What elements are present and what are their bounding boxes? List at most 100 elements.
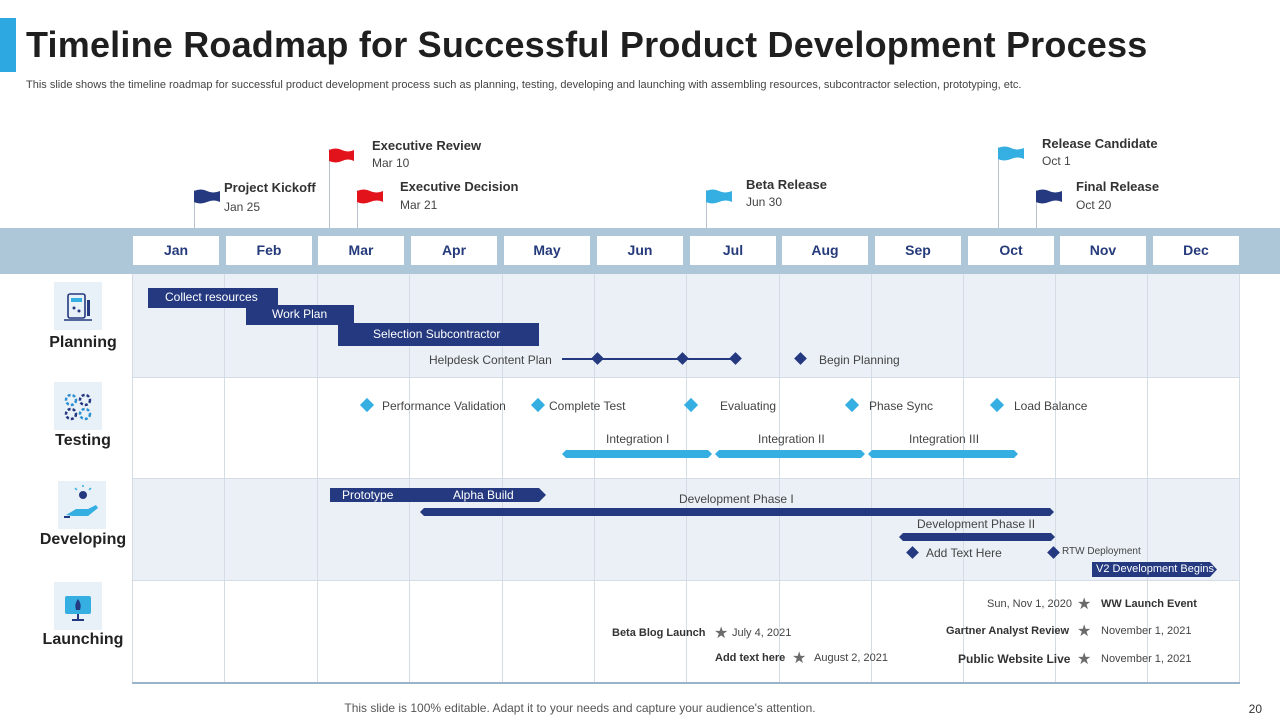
milestone-date: Jun 30 [746, 195, 783, 209]
task-label: Integration I [606, 432, 670, 446]
launching-icon-box [54, 582, 102, 630]
testing-icon-box [54, 382, 102, 430]
launch-date: November 1, 2021 [1101, 625, 1192, 637]
gears-icon [64, 393, 92, 421]
red-flag-icon [357, 189, 383, 204]
integration-bar [868, 450, 1018, 458]
milestone-title: Project Kickoff [224, 180, 316, 195]
task-label: Load Balance [1014, 399, 1088, 413]
month-apr: Apr [411, 236, 497, 265]
milestone-title: Final Release [1076, 179, 1160, 194]
month-aug: Aug [782, 236, 868, 265]
milestone-date: Oct 20 [1076, 198, 1112, 212]
task-label: Integration III [909, 432, 980, 446]
task-label: Complete Test [549, 399, 626, 413]
milestone-title: Release Candidate [1042, 136, 1158, 151]
milestone-date: Jan 25 [224, 200, 261, 214]
slide-title: Timeline Roadmap for Successful Product … [26, 24, 1148, 65]
milestone-title: Executive Review [372, 138, 482, 153]
task-label: Performance Validation [382, 399, 506, 413]
month-feb: Feb [226, 236, 312, 265]
slide-subtitle: This slide shows the timeline roadmap fo… [26, 79, 1022, 91]
planning-icon-box [54, 282, 102, 330]
category-planning: Planning [49, 334, 117, 351]
task-label: Evaluating [720, 399, 777, 413]
planning-icon [64, 293, 92, 321]
star-icon: ★ [792, 650, 807, 667]
launch-event: Gartner Analyst Review [946, 625, 1070, 637]
category-launching: Launching [42, 631, 124, 648]
flag-pole [1036, 190, 1037, 228]
category-testing: Testing [55, 432, 111, 449]
task-bar: Work Plan [246, 305, 354, 325]
month-dec: Dec [1153, 236, 1239, 265]
launch-event: WW Launch Event [1101, 598, 1197, 610]
launch-date: Sun, Nov 1, 2020 [987, 598, 1073, 610]
rocket-monitor-icon [65, 596, 91, 621]
navy-flag-icon [194, 189, 220, 204]
milestone-date: Mar 10 [372, 156, 410, 170]
task-label: Development Phase II [917, 517, 1036, 531]
task-bar: Collect resources [148, 288, 278, 308]
v2-arrow-bar [1092, 562, 1217, 577]
footer-note: This slide is 100% editable. Adapt it to… [344, 701, 816, 715]
milestone-title: Beta Release [746, 177, 827, 192]
task-label: Development Phase I [679, 492, 794, 506]
month-may: May [504, 236, 590, 265]
phase1-bar [420, 508, 1054, 516]
grid-line [132, 580, 1240, 581]
page-number: 20 [1248, 702, 1262, 716]
flag-pole [329, 149, 330, 228]
task-label: V2 Development Begins [1096, 563, 1215, 575]
title-accent-bar [0, 18, 16, 72]
flag-pole [706, 190, 707, 228]
month-jul: Jul [690, 236, 776, 265]
star-icon: ★ [714, 625, 729, 642]
milestone-title: Executive Decision [400, 179, 519, 194]
month-oct: Oct [968, 236, 1054, 265]
month-mar: Mar [318, 236, 404, 265]
launch-date: November 1, 2021 [1101, 653, 1192, 665]
milestone-date: Mar 21 [400, 198, 438, 212]
category-developing: Developing [39, 531, 127, 548]
grid-line [132, 478, 1240, 479]
integration-bar [562, 450, 712, 458]
task-label: Prototype [342, 488, 394, 502]
launch-event: Public Website Live [958, 652, 1071, 666]
task-label: Helpdesk Content Plan [429, 353, 552, 367]
task-label: Begin Planning [819, 353, 900, 367]
month-jan: Jan [133, 236, 219, 265]
phase2-bar [899, 533, 1055, 541]
timeline-bottom-line [132, 682, 1240, 684]
task-label: Phase Sync [869, 399, 934, 413]
flag-pole [194, 190, 195, 228]
flag-pole [998, 147, 999, 228]
task-label: Integration II [758, 432, 825, 446]
milestone-date: Oct 1 [1042, 154, 1071, 168]
light-blue-flag-icon [706, 189, 732, 204]
task-label: Add Text Here [926, 546, 1002, 560]
month-nov: Nov [1060, 236, 1146, 265]
task-label: Alpha Build [453, 488, 514, 502]
hand-lightbulb-icon [64, 485, 98, 518]
star-icon: ★ [1077, 596, 1092, 613]
navy-flag-icon [1036, 189, 1062, 204]
star-icon: ★ [1077, 651, 1092, 668]
light-blue-flag-icon [998, 146, 1024, 161]
launch-date: July 4, 2021 [732, 627, 792, 639]
grid-line [132, 377, 1240, 378]
integration-bars [562, 450, 1018, 458]
month-jun: Jun [597, 236, 683, 265]
integration-bar [715, 450, 865, 458]
red-flag-icon [329, 148, 354, 163]
task-label: RTW Deployment [1062, 546, 1141, 557]
launch-event: Beta Blog Launch [612, 627, 706, 639]
star-icon: ★ [1077, 623, 1092, 640]
launch-event: Add text here [715, 652, 786, 664]
prototype-alpha-bar [330, 488, 546, 502]
task-bar: Selection Subcontractor [338, 323, 539, 346]
month-sep: Sep [875, 236, 961, 265]
developing-icon-box [58, 481, 106, 529]
flag-pole [357, 190, 358, 228]
connector-line [562, 358, 737, 360]
